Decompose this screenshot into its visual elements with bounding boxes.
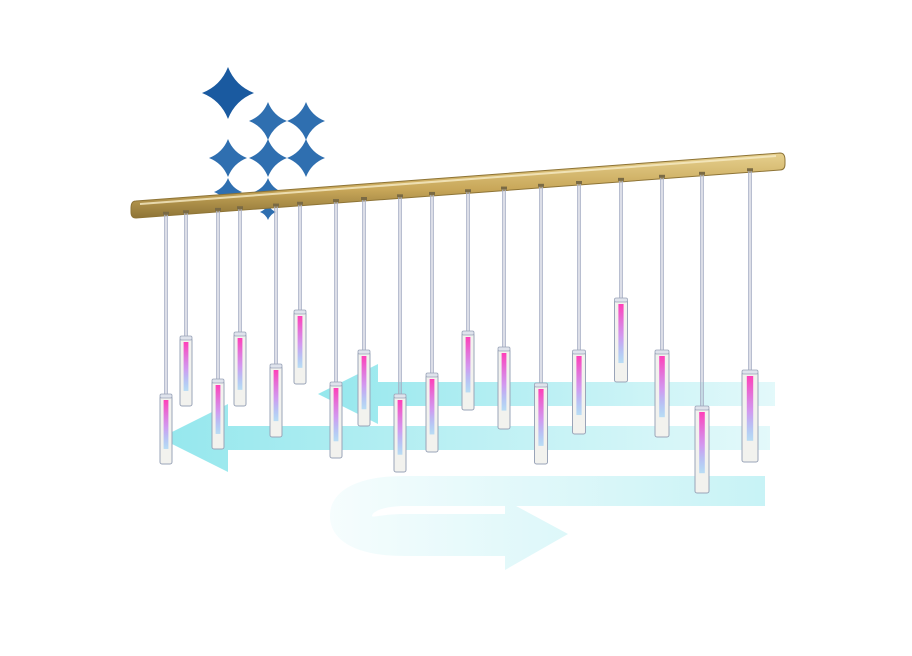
hanging-tube-icon — [329, 199, 343, 459]
sparkle-star-icon — [287, 102, 325, 140]
hanging-tube-icon — [159, 211, 173, 465]
hanging-tube-icon — [233, 206, 247, 407]
hanging-tube-icon — [741, 168, 759, 463]
sparkle-star-icon — [260, 204, 276, 220]
hanging-tube-icon — [211, 207, 225, 450]
hanging-tube-icon — [614, 177, 628, 383]
sparkle-star-icon — [209, 139, 247, 177]
sparkle-star-icon — [214, 178, 242, 206]
sparkle-star-icon — [287, 139, 325, 177]
lower-left-arrow-icon — [160, 404, 770, 472]
hanging-tube-icon — [425, 191, 439, 453]
hanging-tube-icon — [654, 174, 670, 438]
sparkle-star-icon — [249, 102, 287, 140]
mounting-rail-icon — [130, 152, 786, 219]
hanging-tube-icon — [269, 203, 283, 438]
hanging-tubes-group — [159, 168, 759, 494]
sparkle-star-icon — [202, 67, 254, 119]
hanging-tube-icon — [293, 201, 307, 385]
return-arrow-icon — [330, 476, 765, 570]
sparkle-star-icon — [249, 139, 287, 177]
hanging-tube-icon — [357, 197, 371, 427]
hanging-tube-icon — [572, 180, 586, 435]
hanging-tube-icon — [179, 210, 193, 407]
hanging-tube-icon — [694, 171, 710, 494]
hanging-tube-icon — [534, 183, 548, 465]
hanging-tube-icon — [393, 194, 407, 473]
hanging-tube-icon — [497, 186, 511, 430]
hanging-tube-icon — [461, 189, 475, 411]
